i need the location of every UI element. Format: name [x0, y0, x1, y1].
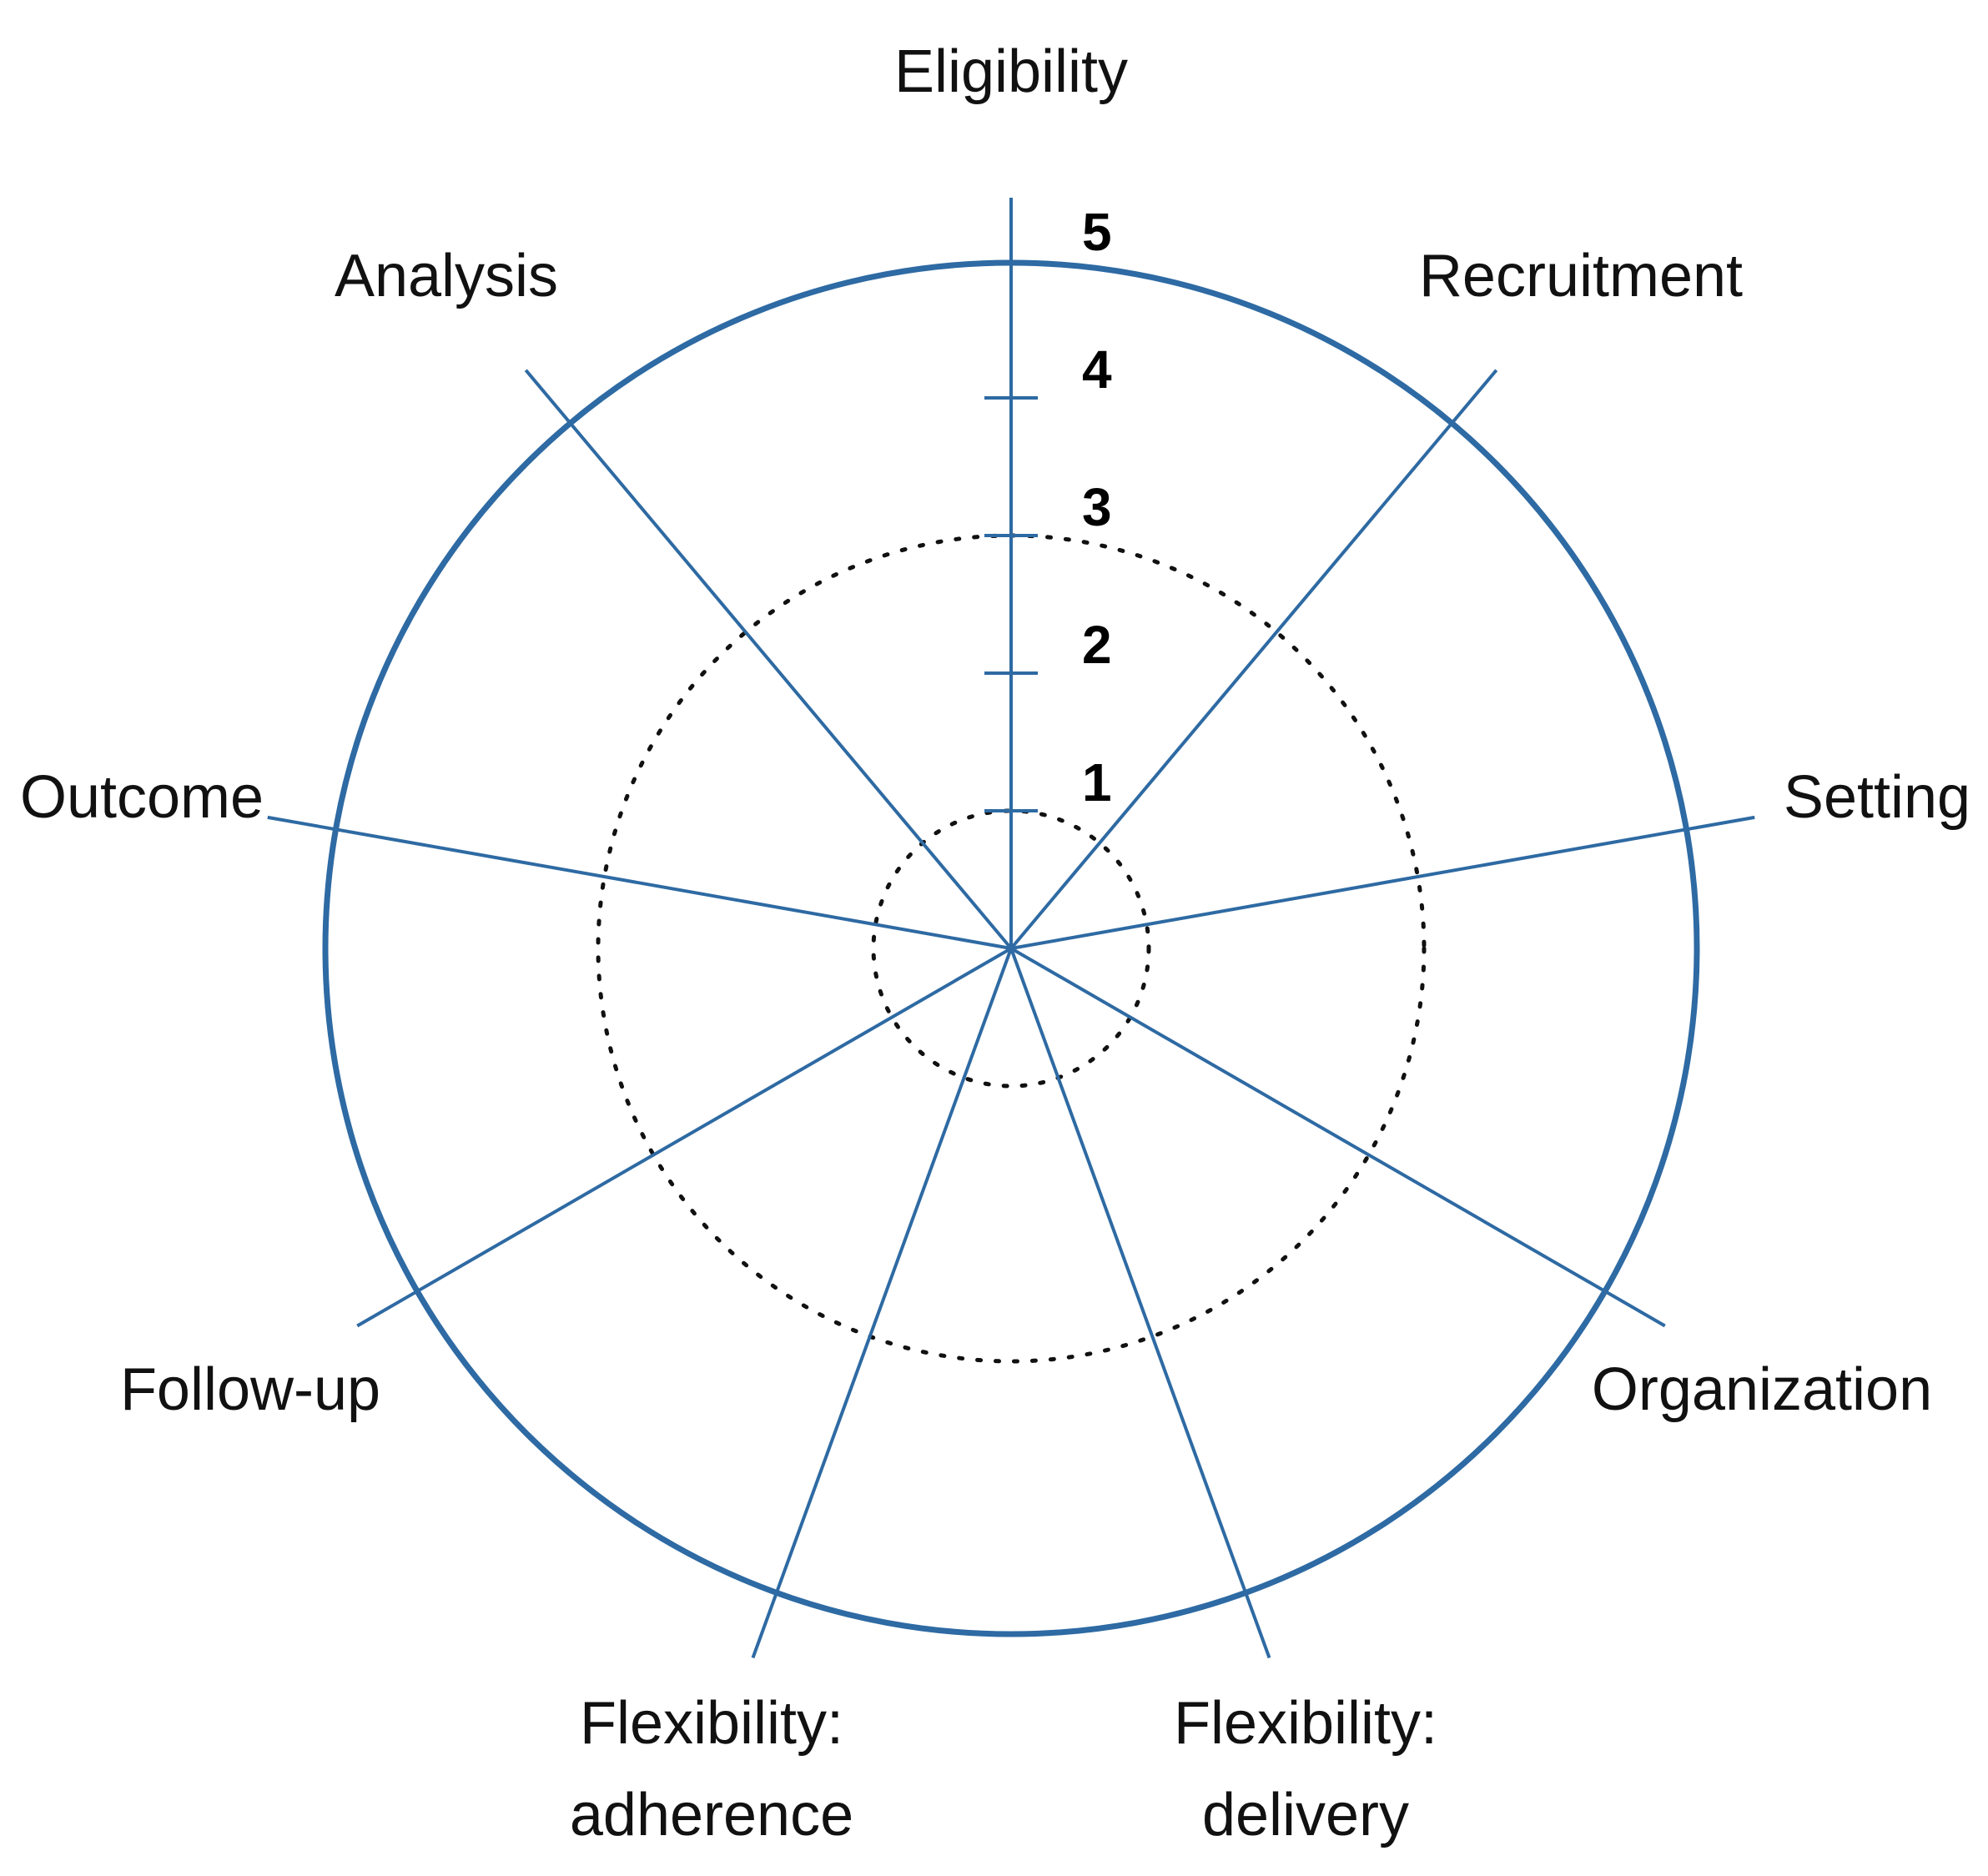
spoke-flexibility-delivery: [1009, 948, 1271, 1659]
domain-label-analysis-line-1: Analysis: [335, 243, 558, 309]
domain-label-recruitment: Recruitment: [1419, 243, 1743, 309]
domain-label-follow-up: Follow-up: [120, 1356, 380, 1423]
tick-label-1: 1: [1082, 752, 1112, 812]
spoke-outcome: [267, 815, 1012, 950]
spoke-analysis: [524, 369, 1013, 950]
domain-labels-group: EligibilityRecruitmentSettingOrganizatio…: [20, 38, 1970, 1848]
domain-label-follow-up-line-1: Follow-up: [120, 1356, 380, 1423]
domain-label-flexibility-delivery-line-2: delivery: [1202, 1782, 1409, 1848]
domain-label-setting: Setting: [1784, 764, 1970, 831]
tick-label-5: 5: [1082, 202, 1112, 262]
dotted-ring-1: [871, 808, 1151, 1089]
domain-label-flexibility-adherence-line-1: Flexibility:: [580, 1690, 843, 1757]
domain-label-flexibility-adherence: Flexibility: adherence: [570, 1690, 853, 1848]
domain-label-recruitment-line-1: Recruitment: [1419, 243, 1743, 309]
domain-label-outcome: Outcome: [20, 764, 264, 831]
domain-label-flexibility-delivery: Flexibility: delivery: [1174, 1690, 1437, 1848]
domain-label-eligibility: Eligibility: [894, 38, 1128, 105]
spokes-group: [267, 198, 1755, 1659]
spoke-flexibility-adherence: [751, 948, 1013, 1659]
tick-label-3: 3: [1082, 477, 1112, 537]
domain-label-flexibility-adherence-line-2: adherence: [570, 1782, 853, 1848]
spoke-organization: [1009, 947, 1666, 1328]
spoke-follow-up: [356, 947, 1012, 1328]
domain-label-eligibility-line-1: Eligibility: [894, 38, 1128, 105]
domain-label-analysis: Analysis: [335, 243, 558, 309]
tick-label-2: 2: [1082, 615, 1112, 675]
tick-label-4: 4: [1082, 339, 1112, 400]
scale-ticks-group: 1 2 3 4 5: [984, 202, 1112, 812]
domain-label-outcome-line-1: Outcome: [20, 764, 264, 831]
spoke-recruitment: [1009, 369, 1498, 950]
spoke-setting: [1010, 815, 1755, 950]
domain-label-organization: Organization: [1592, 1356, 1932, 1423]
domain-label-setting-line-1: Setting: [1784, 764, 1970, 831]
domain-label-flexibility-delivery-line-1: Flexibility:: [1174, 1690, 1437, 1757]
domain-label-organization-line-1: Organization: [1592, 1356, 1932, 1423]
